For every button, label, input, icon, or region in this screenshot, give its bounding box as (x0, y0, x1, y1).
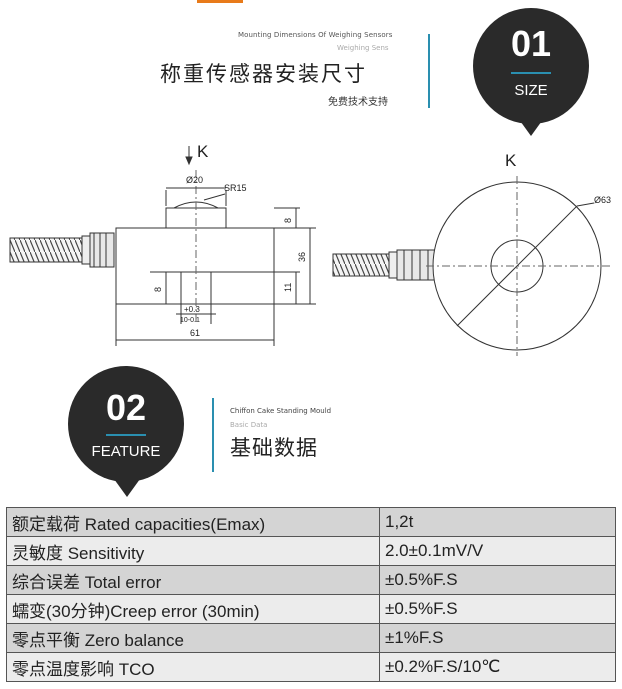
spec-label: 综合误差 Total error (6, 565, 380, 595)
spec-label: 额定载荷 Rated capacities(Emax) (6, 507, 380, 537)
cable-braid-right (332, 253, 390, 277)
spec-value: ±1%F.S (379, 623, 616, 653)
dim-dia63: Ø63 (594, 195, 611, 205)
size-badge-number: 01 (510, 23, 552, 64)
feature-badge-pointer (114, 479, 140, 497)
spec-value: ±0.5%F.S (379, 565, 616, 595)
spec-label: 零点温度影响 TCO (6, 652, 380, 682)
cable-connector-right (396, 249, 438, 281)
spec-value: 2.0±0.1mV/V (379, 536, 616, 566)
size-badge-underline (511, 72, 551, 74)
dim-11: 11 (283, 283, 293, 292)
dim-61: 61 (190, 328, 200, 338)
size-badge-label: SIZE (514, 82, 548, 99)
table-row: 额定载荷 Rated capacities(Emax) 1,2t (6, 507, 616, 537)
feature-badge-number: 02 (105, 387, 147, 428)
spec-label: 蠕变(30分钟)Creep error (30min) (6, 594, 380, 624)
feature-badge-label: FEATURE (91, 443, 161, 460)
top-accent-tab (197, 0, 243, 3)
table-row: 零点平衡 Zero balance ±1%F.S (6, 623, 616, 653)
table-row: 综合误差 Total error ±0.5%F.S (6, 565, 616, 595)
k-label-right: K (505, 151, 517, 170)
table-row: 灵敏度 Sensitivity 2.0±0.1mV/V (6, 536, 616, 566)
spec-value: ±0.5%F.S (379, 594, 616, 624)
table-row: 蠕变(30分钟)Creep error (30min) ±0.5%F.S (6, 594, 616, 624)
dim-sr15: SR15 (224, 183, 247, 193)
cable-braid (9, 237, 83, 263)
spec-value: 1,2t (379, 507, 616, 537)
side-view (9, 146, 316, 346)
top-view (332, 176, 612, 356)
feature-section-en-title: Chiffon Cake Standing Mould (230, 407, 332, 415)
table-row: 零点温度影响 TCO ±0.2%F.S/10℃ (6, 652, 616, 682)
tolerance-bottom: 10-0.1 (180, 317, 200, 324)
mounting-drawing: K Ø20 SR15 8 36 11 8 +0.3 10-0.1 61 K Ø6… (9, 142, 612, 356)
spec-label: 灵敏度 Sensitivity (6, 536, 380, 566)
size-section-en-subtitle: Weighing Sens (337, 44, 389, 52)
size-section-divider (428, 34, 430, 108)
k-label-left: K (197, 142, 209, 161)
spec-label: 零点平衡 Zero balance (6, 623, 380, 653)
dim-36: 36 (297, 252, 307, 262)
feature-section-title: 基础数据 (230, 436, 318, 460)
dim-8-left: 8 (153, 287, 163, 292)
dim-dia20: Ø20 (186, 175, 203, 185)
feature-badge-underline (106, 434, 146, 436)
size-badge: 01 SIZE (473, 8, 589, 124)
size-section-en-title: Mounting Dimensions Of Weighing Sensors (238, 31, 393, 39)
dim-8-top: 8 (283, 218, 293, 223)
tolerance-top: +0.3 (184, 305, 200, 314)
sensor-body (115, 227, 275, 305)
feature-badge: 02 FEATURE (68, 366, 184, 482)
spec-table: 额定载荷 Rated capacities(Emax) 1,2t 灵敏度 Sen… (6, 507, 616, 682)
feature-section-en-subtitle: Basic Data (230, 421, 268, 429)
spec-value: ±0.2%F.S/10℃ (379, 652, 616, 682)
feature-section-divider (212, 398, 214, 472)
size-section-title: 称重传感器安装尺寸 (160, 62, 367, 86)
size-section-subtitle: 免费技术支持 (328, 97, 388, 108)
size-badge-pointer (518, 118, 544, 136)
